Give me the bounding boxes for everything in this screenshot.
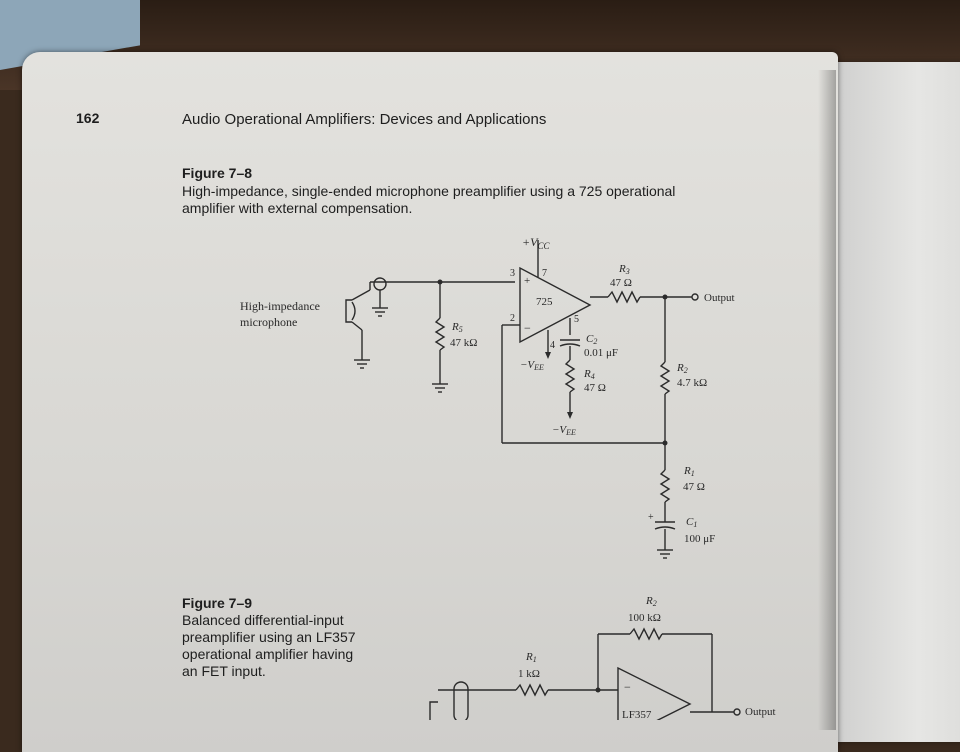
label-r3-name: R3 <box>618 263 630 276</box>
figure-7-9-caption-line4: an FET input. <box>182 663 266 679</box>
label-r4-value: 47 Ω <box>584 382 606 394</box>
label-vee-r4: −VEE <box>552 424 576 437</box>
label-mic-line1: High-impedance <box>240 299 320 313</box>
label-r1-value-fig79: 1 kΩ <box>518 668 540 680</box>
output-terminal-fig79 <box>733 708 741 716</box>
label-r2-name-fig79: R2 <box>645 595 657 608</box>
label-pin7: 7 <box>542 268 547 279</box>
resistor-r5 <box>434 317 446 351</box>
figure-7-9-label: Figure 7–9 <box>182 595 253 611</box>
figure-7-8-label: Figure 7–8 <box>182 165 253 181</box>
microphone-icon-fig79 <box>429 701 438 720</box>
facing-page <box>834 62 960 742</box>
junction-dot-r5 <box>437 279 443 285</box>
wire-mic-ground <box>351 321 363 331</box>
label-r1-name-fig79: R1 <box>525 651 537 664</box>
label-pin5: 5 <box>574 314 579 325</box>
label-opamp-lf357: LF357 <box>622 709 652 720</box>
vee-arrow-r4 <box>567 412 573 419</box>
microphone-icon <box>345 299 352 323</box>
page-number: 162 <box>76 110 100 126</box>
label-opamp-minus-fig79: − <box>624 680 631 694</box>
label-pin3: 3 <box>510 268 515 279</box>
resistor-r3 <box>607 290 641 304</box>
schematic-figure-7-8: +VCC 3 7 2 4 5 + − 725 R3 47 Ω Output Hi… <box>240 235 735 559</box>
ground-icon-mic <box>354 359 370 369</box>
book-page <box>22 52 838 752</box>
figure-7-9-caption-line3: operational amplifier having <box>182 646 354 662</box>
label-r2-value: 4.7 kΩ <box>677 377 707 389</box>
wire-mic-signal <box>351 289 371 301</box>
ground-icon-r5 <box>432 383 448 393</box>
junction-dot-output <box>662 294 668 300</box>
resistor-r1-fig79 <box>515 683 549 697</box>
label-c2-value: 0.01 μF <box>584 347 618 359</box>
resistor-r2 <box>659 361 671 395</box>
figure-7-9-caption: Balanced differential-input preamplifier… <box>182 612 412 680</box>
label-r2-name: R2 <box>676 362 688 375</box>
figure-7-8-caption: High-impedance, single-ended microphone … <box>182 183 782 217</box>
figure-7-9-caption-line1: Balanced differential-input <box>182 612 344 628</box>
label-r1-value: 47 Ω <box>683 481 705 493</box>
output-terminal <box>691 293 699 301</box>
label-output-fig79: Output <box>745 706 776 718</box>
label-opamp-minus: − <box>524 321 531 335</box>
label-opamp-plus: + <box>524 275 530 287</box>
label-pin4: 4 <box>550 340 555 351</box>
label-c1-plus: + <box>648 512 654 523</box>
label-c1-name: C1 <box>686 516 697 529</box>
capacitor-c1-plate-bottom <box>654 526 676 530</box>
label-output: Output <box>704 292 735 304</box>
label-vee-pin4: −VEE <box>520 359 544 372</box>
resistor-r2-fig79 <box>629 627 663 641</box>
shield-loop-fig79 <box>453 681 469 720</box>
label-mic-line2: microphone <box>240 315 297 329</box>
label-r5-value: 47 kΩ <box>450 337 477 349</box>
label-opamp-725: 725 <box>536 296 553 308</box>
label-r5-name: R5 <box>451 321 463 334</box>
opamp-725-symbol <box>519 266 592 344</box>
figure-7-9-caption-line2: preamplifier using an LF357 <box>182 629 356 645</box>
label-c2-name: C2 <box>586 333 597 346</box>
capacitor-c2-plate-bottom <box>559 343 581 347</box>
label-r2-value-fig79: 100 kΩ <box>628 612 661 624</box>
junction-dot-feedback <box>662 440 668 446</box>
ground-icon-c1 <box>657 549 673 559</box>
vee-arrow-pin4 <box>545 352 551 359</box>
resistor-r1 <box>659 469 671 503</box>
label-vcc: +VCC <box>522 235 550 251</box>
label-pin2: 2 <box>510 313 515 324</box>
figure-7-8-caption-line1: High-impedance, single-ended microphone … <box>182 183 676 199</box>
label-r4-name: R4 <box>583 368 595 381</box>
ground-icon-shield <box>372 307 388 317</box>
resistor-r4 <box>564 359 576 393</box>
label-r3-value: 47 Ω <box>610 277 632 289</box>
schematic-figure-7-9: R2 100 kΩ R1 1 kΩ − LF357 Output <box>429 595 776 720</box>
label-r1-name: R1 <box>683 465 695 478</box>
opamp-lf357-symbol <box>617 666 692 720</box>
label-c1-value: 100 μF <box>684 533 715 545</box>
microphone-diaphragm <box>351 301 356 321</box>
running-header: Audio Operational Amplifiers: Devices an… <box>182 111 547 128</box>
book-gutter-shadow <box>818 70 836 730</box>
figure-7-8-caption-line2: amplifier with external compensation. <box>182 200 413 216</box>
junction-dot-fig79 <box>595 687 601 693</box>
